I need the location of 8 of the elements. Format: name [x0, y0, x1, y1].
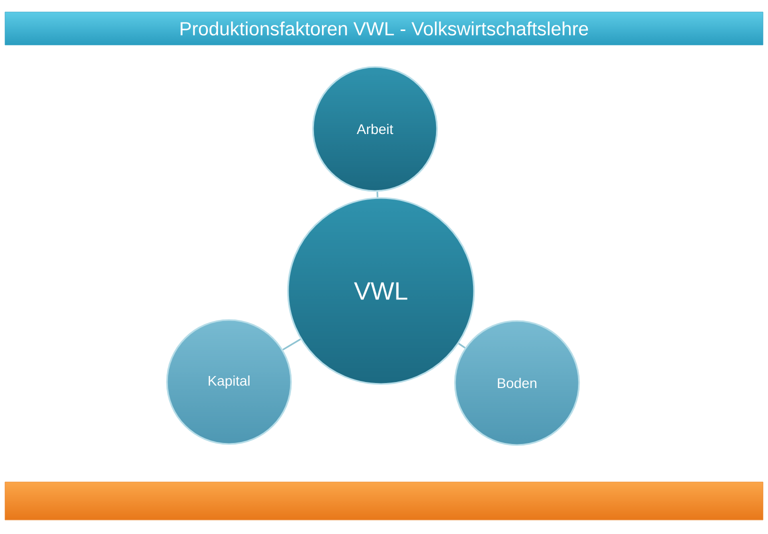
circle-node: VWL: [287, 197, 475, 385]
title-bar: Produktionsfaktoren VWL - Volkswirtschaftslehre: [4, 12, 764, 46]
connector-line: [376, 192, 378, 198]
circle-node: Arbeit: [312, 66, 438, 192]
circle-node: Boden: [454, 320, 580, 446]
connector-line: [282, 338, 301, 350]
circle-node: Kapital: [166, 319, 292, 445]
connector-line: [458, 342, 466, 348]
